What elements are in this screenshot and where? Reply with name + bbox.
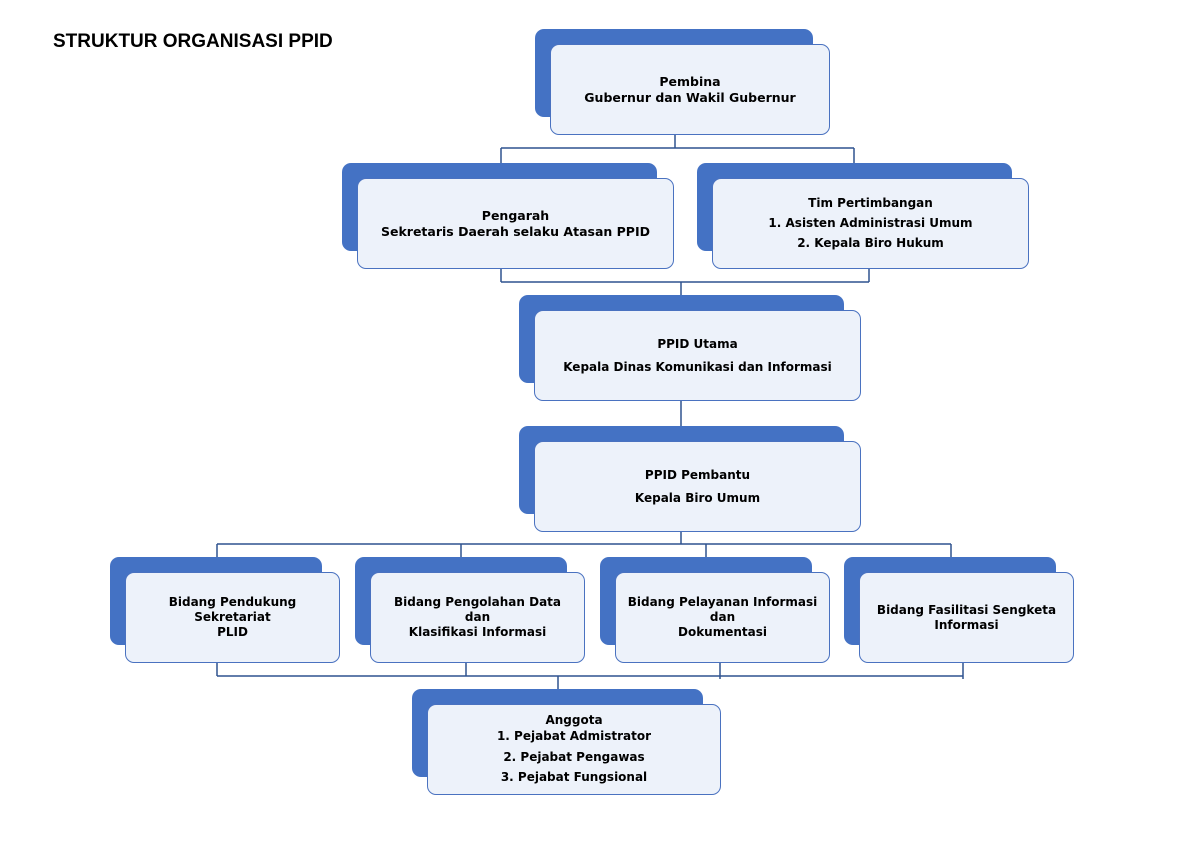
utama-subtitle: Kepala Dinas Komunikasi dan Informasi	[563, 359, 832, 374]
bidang3-line1: Bidang Pelayanan Informasi dan	[627, 595, 818, 624]
node-ppid-utama: PPID Utama Kepala Dinas Komunikasi dan I…	[519, 295, 861, 401]
node-bidang-pengolahan: Bidang Pengolahan Data dan Klasifikasi I…	[355, 557, 585, 663]
node-pembina: Pembina Gubernur dan Wakil Gubernur	[535, 29, 830, 135]
bidang1-line2: PLID	[217, 625, 248, 639]
page-title: STRUKTUR ORGANISASI PPID	[53, 31, 333, 52]
bidang2-line2: Klasifikasi Informasi	[408, 625, 547, 639]
tim-member-2: 2. Kepala Biro Hukum	[797, 236, 944, 250]
node-anggota: Anggota 1. Pejabat Admistrator 2. Pejaba…	[412, 689, 721, 795]
pembantu-subtitle: Kepala Biro Umum	[634, 490, 761, 505]
pembina-subtitle: Gubernur dan Wakil Gubernur	[584, 89, 796, 105]
node-bidang-pendukung: Bidang Pendukung Sekretariat PLID	[110, 557, 340, 663]
pembina-title: Pembina	[659, 73, 721, 89]
node-bidang-fasilitasi: Bidang Fasilitasi Sengketa Informasi	[844, 557, 1074, 663]
bidang4-line2: Informasi	[934, 617, 999, 632]
anggota-title: Anggota	[545, 713, 603, 728]
bidang3-line2: Dokumentasi	[677, 625, 767, 639]
node-ppid-pembantu: PPID Pembantu Kepala Biro Umum	[519, 426, 861, 532]
utama-title: PPID Utama	[657, 336, 738, 351]
bidang2-line1: Bidang Pengolahan Data dan	[393, 595, 562, 624]
bidang4-line1: Bidang Fasilitasi Sengketa	[876, 602, 1057, 617]
anggota-member-3: 3. Pejabat Fungsional	[500, 770, 648, 785]
pengarah-title: Pengarah	[481, 207, 550, 223]
tim-member-1: 1. Asisten Administrasi Umum	[768, 216, 973, 230]
node-bidang-pelayanan: Bidang Pelayanan Informasi dan Dokumenta…	[600, 557, 830, 663]
node-tim-pertimbangan: Tim Pertimbangan 1. Asisten Administrasi…	[697, 163, 1029, 269]
pembantu-title: PPID Pembantu	[644, 467, 751, 482]
anggota-member-1: 1. Pejabat Admistrator	[496, 728, 652, 743]
node-pengarah: Pengarah Sekretaris Daerah selaku Atasan…	[342, 163, 674, 269]
pengarah-subtitle: Sekretaris Daerah selaku Atasan PPID	[381, 223, 650, 239]
tim-title: Tim Pertimbangan	[808, 196, 933, 210]
bidang1-line1: Bidang Pendukung Sekretariat	[168, 595, 297, 624]
anggota-member-2: 2. Pejabat Pengawas	[503, 749, 645, 764]
